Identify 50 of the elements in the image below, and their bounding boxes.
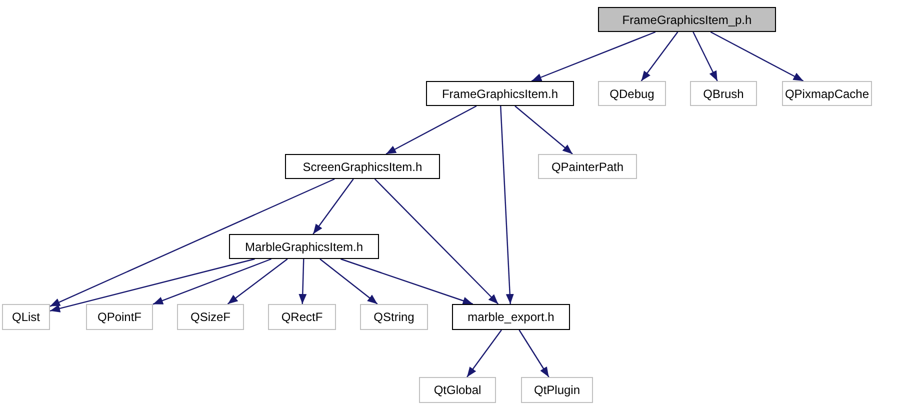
file-name: FrameGraphicsItem_p.h	[622, 12, 752, 26]
file-name: QString	[374, 310, 414, 324]
file-box	[598, 7, 776, 32]
file-box	[690, 81, 757, 106]
arrow	[500, 106, 514, 304]
arrow	[50, 178, 335, 307]
file-name: QList	[12, 310, 40, 324]
file-box	[452, 304, 570, 330]
file-name: marble_export.h	[468, 310, 554, 324]
file-box	[229, 234, 379, 259]
arrow	[640, 32, 678, 82]
file-box	[521, 377, 593, 403]
arrow	[374, 178, 499, 304]
arrow	[320, 258, 378, 304]
arrow	[298, 258, 307, 304]
file-name: ScreenGraphicsItem.h	[302, 160, 422, 174]
file-name: QtGlobal	[434, 383, 482, 397]
file-name: QRectF	[281, 310, 323, 324]
file-box	[426, 81, 574, 106]
file-name: QPointF	[97, 310, 142, 324]
file-box	[2, 304, 50, 330]
arrow	[152, 258, 272, 305]
arrow	[227, 258, 288, 304]
arrow	[531, 31, 656, 82]
file-box	[177, 304, 244, 330]
file-box	[598, 81, 666, 106]
arrow	[386, 105, 477, 155]
file-box	[360, 304, 428, 330]
file-name: FrameGraphicsItem.h	[442, 86, 558, 100]
arrow	[50, 258, 255, 312]
arrow	[312, 178, 354, 234]
file-name: MarbleGraphicsItem.h	[244, 240, 364, 254]
arrow	[466, 330, 502, 378]
file-box	[86, 304, 153, 330]
file-name: QPixmapCache	[784, 86, 870, 100]
file-box	[419, 377, 496, 403]
file-name: QPainterPath	[551, 160, 624, 174]
file-name: QBrush	[703, 86, 744, 100]
arrow	[518, 330, 550, 378]
file-box	[538, 154, 637, 179]
file-name: QDebug	[610, 86, 654, 100]
file-name: QtPlugin	[534, 383, 580, 397]
file-name: QSizeF	[190, 310, 230, 324]
file-box	[782, 81, 872, 106]
file-box	[285, 154, 440, 179]
arrow	[340, 258, 474, 305]
arrow	[514, 106, 573, 154]
arrow	[692, 32, 718, 82]
file-box	[268, 304, 336, 330]
arrow	[710, 31, 804, 82]
